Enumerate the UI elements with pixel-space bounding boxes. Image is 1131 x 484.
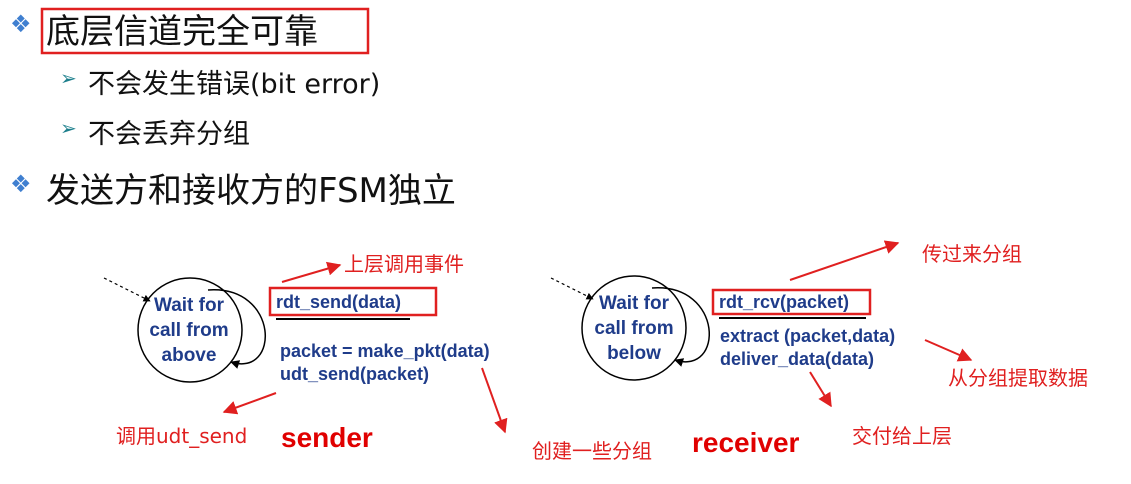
receiver-role-label: receiver [692,427,800,458]
sender-state-label-3: above [162,345,217,366]
sender-event: rdt_send(data) [276,292,401,312]
annotation-arrow-event [281,261,342,283]
receiver-action-2: deliver_data(data) [720,349,874,369]
bullet-independent-fsm: 发送方和接收方的FSM独立 [46,171,456,211]
annotation-extract-data: 从分组提取数据 [948,366,1088,390]
receiver-state-label-1: Wait for [599,293,670,314]
bullet-diamond-icon: ❖ [10,10,32,38]
sub-bullet-arrow-icon: ➢ [60,116,77,140]
receiver-action-1: extract (packet,data) [720,326,895,346]
annotation-arrow-deliver [809,371,832,408]
annotation-upper-layer-call: 上层调用事件 [344,252,464,276]
bullet-reliable-channel: 底层信道完全可靠 [46,12,318,52]
receiver-initial-arrow [550,277,594,300]
receiver-state-label-3: below [607,343,661,364]
sub-bullet-arrow-icon: ➢ [60,66,77,90]
annotation-arrow-udt-send [222,392,277,415]
annotation-arrow-incoming [789,240,900,281]
sender-state-label-1: Wait for [154,295,225,316]
receiver-event-box [711,288,872,316]
receiver-self-loop [651,287,710,367]
sender-role-label: sender [281,422,373,453]
sender-initial-arrow [103,277,151,302]
sender-state-label-2: call from [149,320,228,341]
sender-action-2: udt_send(packet) [280,364,429,384]
highlight-box [40,7,370,55]
annotation-arrow-create [481,367,508,434]
annotation-deliver-upper: 交付给上层 [852,424,952,448]
bullet-no-bit-error: 不会发生错误(bit error) [88,69,381,100]
receiver-state-label-2: call from [594,318,673,339]
sender-event-box [268,286,438,317]
sender-action-1: packet = make_pkt(data) [280,341,490,361]
sender-self-loop [207,289,266,369]
bullet-no-packet-loss: 不会丢弃分组 [88,119,250,150]
annotation-create-packets: 创建一些分组 [532,439,652,463]
receiver-state-circle [581,275,687,381]
receiver-event: rdt_rcv(packet) [719,292,849,312]
bullet-diamond-icon: ❖ [10,170,32,198]
annotation-call-udt-send: 调用udt_send [116,424,247,448]
sender-state-circle [137,277,243,383]
annotation-incoming-packet: 传过来分组 [922,242,1022,266]
annotation-arrow-extract [924,339,973,362]
